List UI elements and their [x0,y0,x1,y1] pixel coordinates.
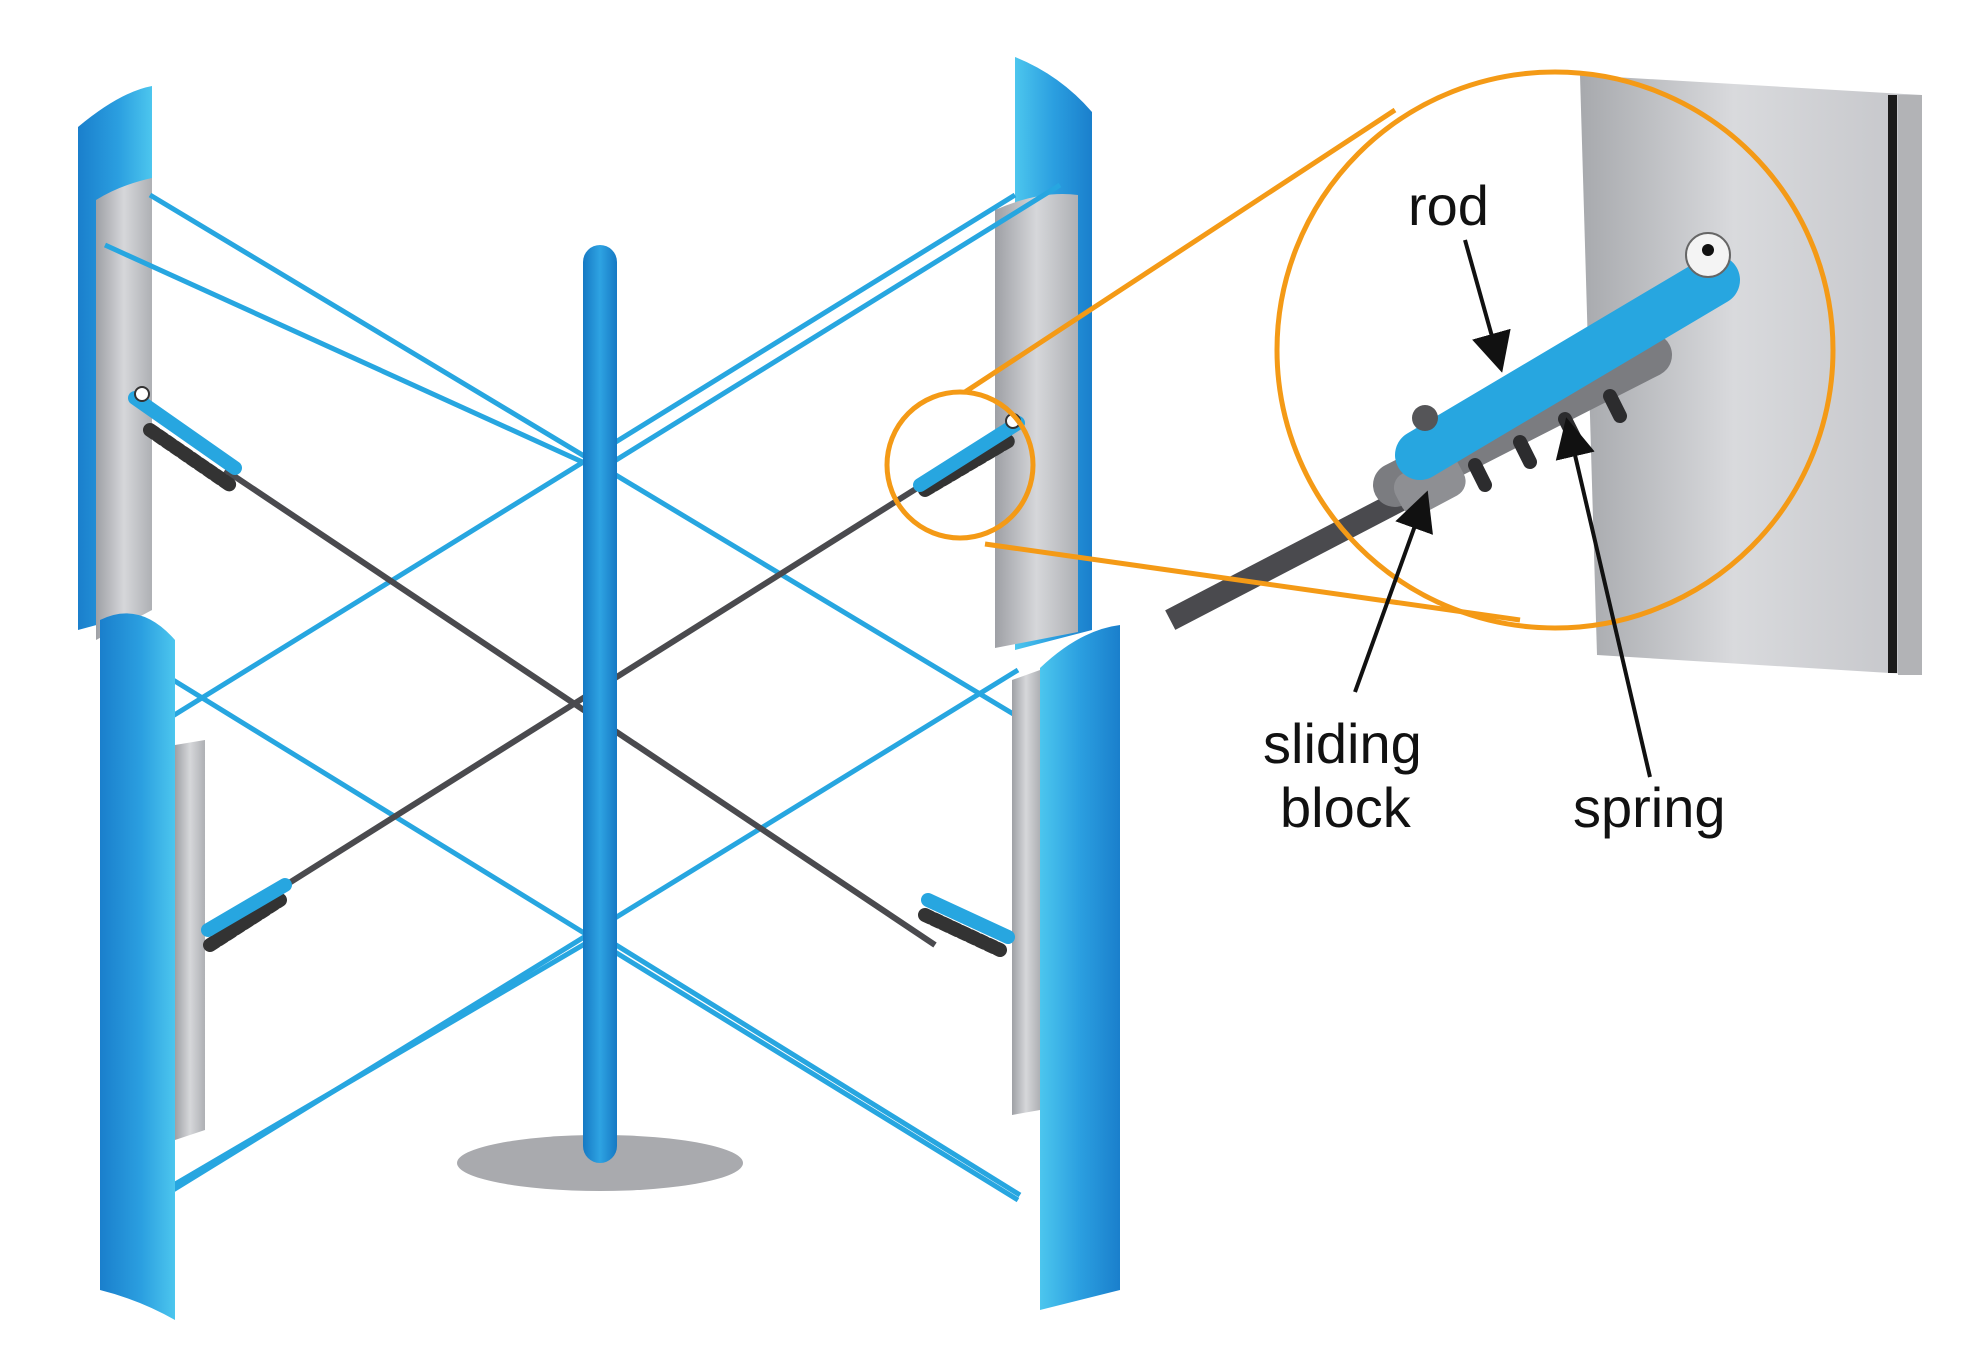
zoom-panel [1580,75,1922,675]
tie-rods [223,467,937,948]
cross-arms [103,182,1062,1203]
label-sliding-block-line1: sliding [1263,712,1422,775]
magnifier-connector-top [963,107,1397,395]
blade-front-right [1012,625,1120,1310]
blade-front-left [100,613,205,1320]
magnifier-connector-bottom [984,541,1521,623]
magnifier-circle-icon [884,69,1836,631]
pointer-rod-arrow [1463,239,1511,373]
pointer-spring-arrow [1555,417,1652,778]
blade-back-right [995,57,1092,650]
pointer-sliding-block-arrow [1353,490,1433,693]
magnifier-small [884,389,1036,541]
blade-back-left [78,86,152,640]
label-spring: spring [1573,776,1726,839]
label-sliding-block-line2: block [1280,776,1412,839]
rod-assembly-bottom-left [201,878,292,952]
central-mast [583,245,617,1163]
rod-assembly-bottom-right [918,893,1015,957]
magnifier-large [1274,69,1836,631]
rod-assembly-top-left [128,386,242,492]
label-rod: rod [1408,174,1489,237]
